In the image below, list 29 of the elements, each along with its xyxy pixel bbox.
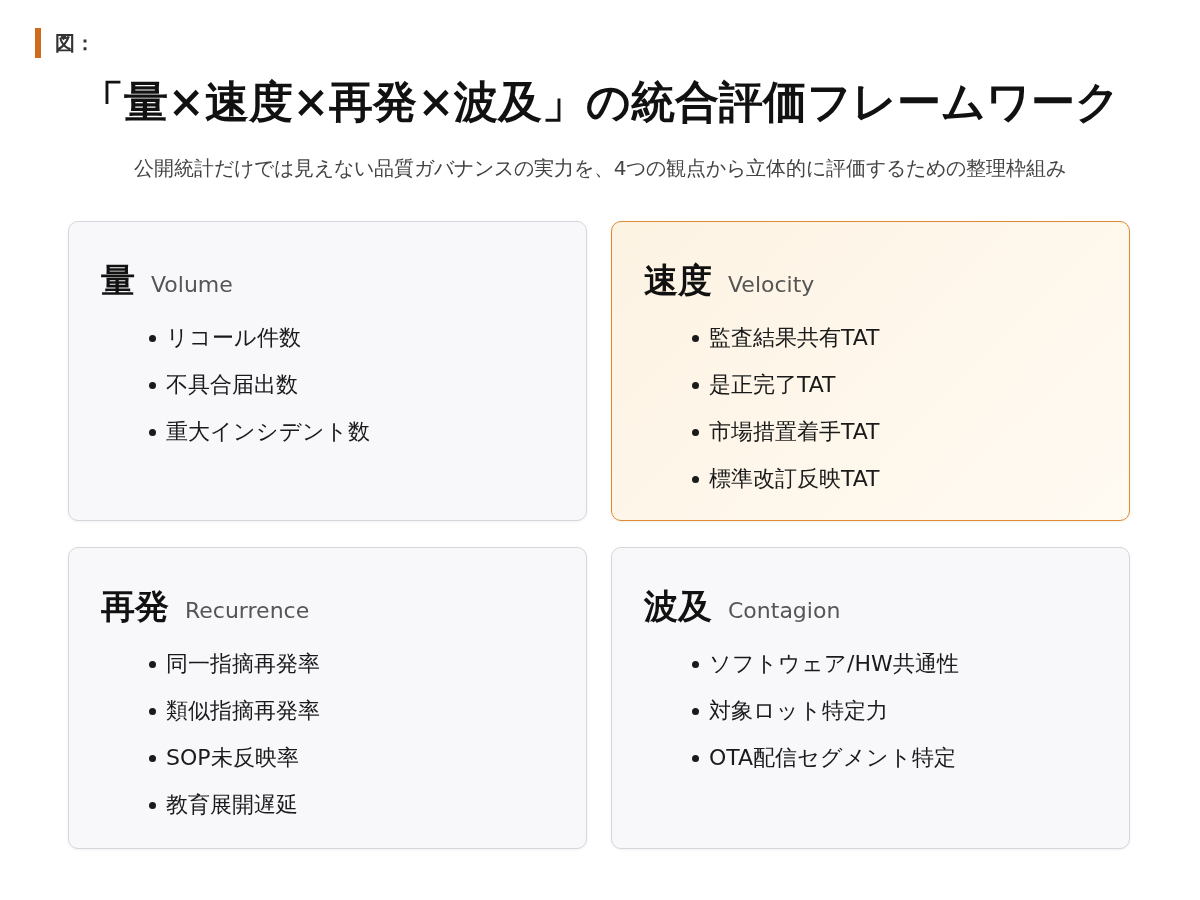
list-item-text: 市場措置着手TAT <box>709 418 880 446</box>
list-item-text: SOP未反映率 <box>166 744 299 772</box>
list-item-text: OTA配信セグメント特定 <box>709 744 957 772</box>
card-heading: 再発 <box>101 585 169 628</box>
card-heading: 速度 <box>644 259 712 302</box>
list-item-text: 監査結果共有TAT <box>709 324 880 352</box>
list-item-text: 標準改訂反映TAT <box>709 465 880 493</box>
card-subheading: Recurrence <box>185 597 310 625</box>
card-subheading: Velocity <box>728 271 815 299</box>
list-item-text: ソフトウェア/HW共通性 <box>709 650 959 678</box>
list-item-text: 教育展開遅延 <box>166 791 298 819</box>
highlighted-card <box>611 221 1130 521</box>
list-item-text: 重大インシデント数 <box>166 418 370 446</box>
card-subheading: Volume <box>151 271 233 299</box>
category-card <box>68 221 587 521</box>
list-item-text: リコール件数 <box>166 324 301 352</box>
list-item-text: 是正完了TAT <box>709 371 836 399</box>
card-heading: 量 <box>101 259 135 302</box>
subtitle: 公開統計だけでは見えない品質ガバナンスの実力を、4つの観点から立体的に評価するための整理枠組み <box>133 155 1067 182</box>
figure-label: 図： <box>35 28 97 58</box>
title: 「量×速度×再発×波及」の統合評価フレームワーク <box>79 75 1121 129</box>
card-heading: 波及 <box>644 585 712 628</box>
list-item-text: 不具合届出数 <box>166 371 298 399</box>
category-card <box>611 547 1130 849</box>
list-item-text: 対象ロット特定力 <box>709 697 888 725</box>
list-item-text: 同一指摘再発率 <box>166 650 320 678</box>
list-item-text: 類似指摘再発率 <box>166 697 320 725</box>
card-subheading: Contagion <box>728 597 841 625</box>
category-card <box>68 547 587 849</box>
